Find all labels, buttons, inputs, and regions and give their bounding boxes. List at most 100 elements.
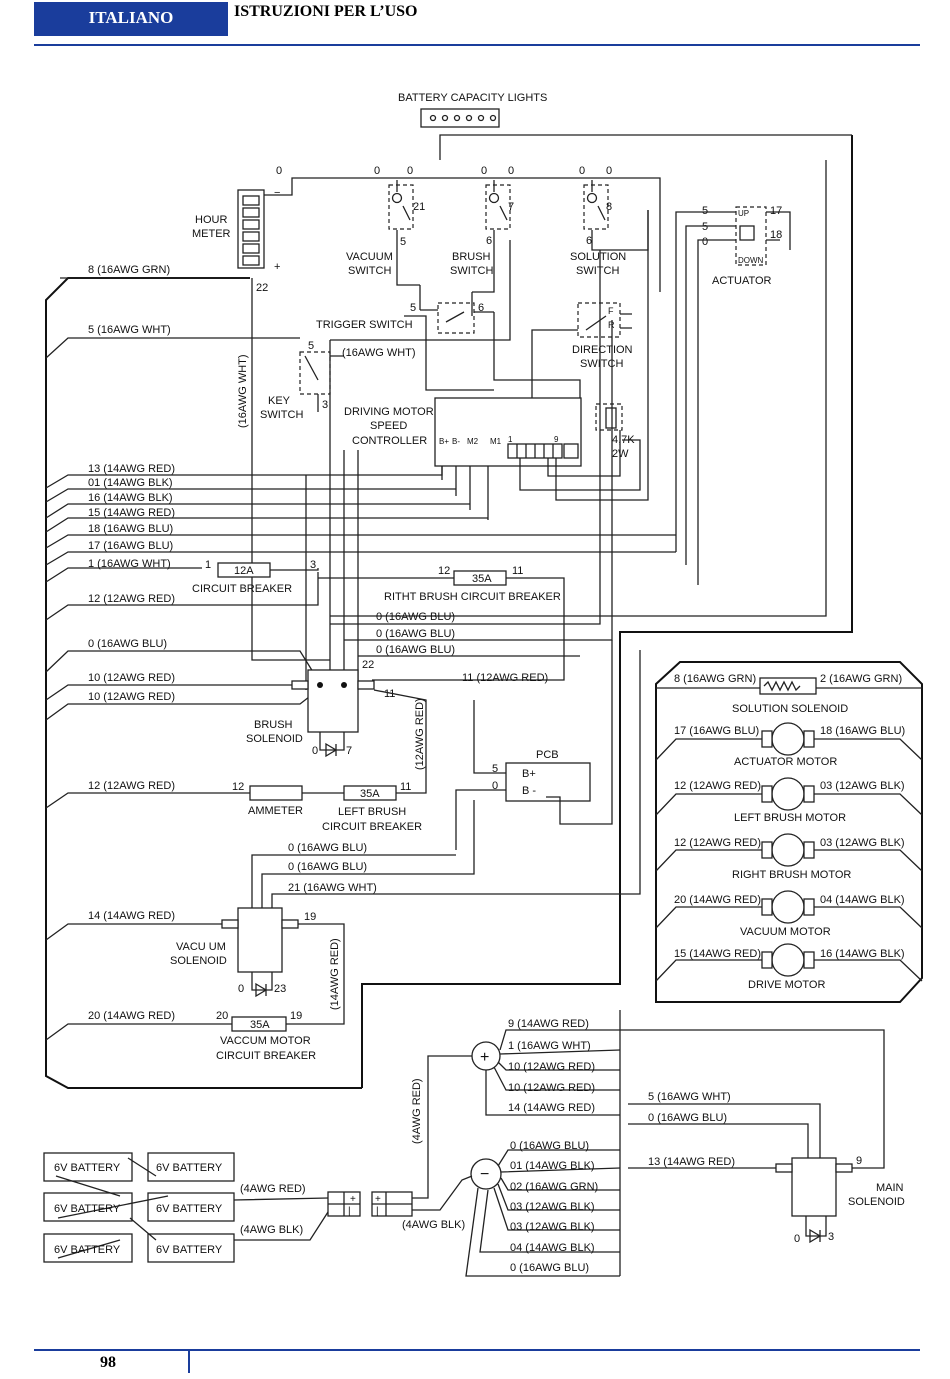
terminal-bus	[619, 1010, 885, 1276]
vertical-bus	[305, 340, 359, 690]
brush-sol-out-wire	[373, 689, 427, 794]
ammeter-label: AMMETER	[248, 805, 303, 817]
main-solenoid-box	[791, 1157, 837, 1217]
battery-connector-right: + |	[371, 1191, 413, 1217]
brush-sol-7: 7	[346, 745, 352, 757]
solution-switch-label-2: SWITCH	[576, 265, 619, 277]
minus-wire-4: 03 (12AWG BLK)	[510, 1201, 595, 1213]
wire-left-12: 10 (12AWG RED)	[88, 672, 175, 684]
direction-switch-label-2: SWITCH	[580, 358, 623, 370]
vac-sw-5: 5	[400, 236, 406, 248]
main-sol-term-right	[835, 1163, 853, 1173]
wire-left-6: 15 (14AWG RED)	[88, 507, 175, 519]
batt-red-label: (4AWG RED)	[240, 1183, 306, 1195]
motor-wire-l2: 17 (16AWG BLU)	[674, 725, 759, 737]
cb-12a-wire	[270, 568, 319, 571]
actuator-wires	[675, 211, 716, 585]
header-banner	[34, 2, 228, 36]
frame-top	[439, 134, 852, 160]
trigger-switch-label: TRIGGER SWITCH	[316, 319, 413, 331]
minus-wire-3: 02 (16AWG GRN)	[510, 1181, 598, 1193]
cb-12a-out: 3	[310, 559, 316, 571]
battery-lights	[429, 114, 497, 122]
battery-bank	[43, 1152, 235, 1263]
key-3: 3	[322, 399, 328, 411]
wire-left-3: 13 (14AWG RED)	[88, 463, 175, 475]
main-sol-wire-3: 13 (14AWG RED)	[648, 1156, 735, 1168]
main-solenoid-label-1: MAIN	[876, 1182, 904, 1194]
minus-wire-5: 03 (12AWG BLK)	[510, 1221, 595, 1233]
key-switch-label-1: KEY	[268, 395, 291, 407]
wire-left-11: 0 (16AWG BLU)	[88, 638, 167, 650]
cb-left-brush-11: 11	[400, 781, 411, 793]
main-sol-0: 0	[794, 1233, 800, 1245]
cb-right-brush-value: 35A	[472, 573, 492, 585]
vac-sol-0: 0	[238, 983, 244, 995]
key-vertical-label: (16AWG WHT)	[237, 354, 249, 428]
main-sol-term-left	[775, 1163, 793, 1173]
key-5: 5	[308, 340, 314, 352]
minus-wire-1: 0 (16AWG BLU)	[510, 1140, 589, 1152]
vac-sol-term-right	[281, 919, 299, 929]
motor-wire-r1: 2 (16AWG GRN)	[820, 673, 902, 685]
cb-vac-motor-value: 35A	[250, 1019, 270, 1031]
svg-text:|: |	[376, 1206, 379, 1217]
ammeter-box	[249, 785, 303, 801]
drive-motor-label: DRIVE MOTOR	[748, 979, 825, 991]
pcb-0: 0	[492, 780, 498, 792]
vac-sw-21: 21	[413, 201, 425, 213]
right-brush-motor	[655, 833, 923, 872]
motor-wire-l5: 20 (14AWG RED)	[674, 894, 761, 906]
svg-text:+: +	[375, 1194, 381, 1205]
actuator-motor-label: ACTUATOR MOTOR	[734, 756, 837, 768]
cb-vac-motor-box	[231, 1016, 287, 1032]
actuator-down: DOWN	[738, 256, 764, 265]
cb-left-brush-value: 35A	[360, 788, 380, 800]
hour-meter-segments	[242, 195, 260, 266]
vac-blu-a: 0 (16AWG BLU)	[288, 842, 367, 854]
footer-rule	[34, 1349, 920, 1351]
wire-left-15: 14 (14AWG RED)	[88, 910, 175, 922]
blu-wire-a: 0 (16AWG BLU)	[376, 611, 455, 623]
controller-label-1: DRIVING MOTOR	[344, 406, 434, 418]
minus-terminal-fan	[465, 1149, 621, 1277]
frame-right	[361, 135, 853, 1088]
plus-wire-1: 9 (14AWG RED)	[508, 1018, 589, 1030]
solution-solenoid	[656, 677, 922, 695]
hour-meter-label-2: METER	[192, 228, 231, 240]
battery-1: 6V BATTERY	[54, 1162, 121, 1174]
sol-sw-8: 8	[606, 201, 612, 213]
drive-motor	[655, 943, 923, 982]
main-sol-3: 3	[828, 1231, 834, 1243]
pcb-box	[505, 762, 591, 802]
minus-wire-6: 04 (14AWG BLK)	[510, 1242, 595, 1254]
hour-meter-label-1: HOUR	[195, 214, 227, 226]
batt-blk-label: (4AWG BLK)	[240, 1224, 303, 1236]
controller-label-2: SPEED	[370, 420, 407, 432]
left-brush-motor	[655, 777, 923, 816]
batt-blk2-label: (4AWG BLK)	[402, 1219, 465, 1231]
wire-left-1: 8 (16AWG GRN)	[88, 264, 170, 276]
brush-switch-label-2: SWITCH	[450, 265, 493, 277]
battery-connector-left: + |	[327, 1191, 361, 1217]
page-number: 98	[100, 1354, 116, 1371]
plus-wire-3: 10 (12AWG RED)	[508, 1061, 595, 1073]
minus-terminal-sign: −	[480, 1166, 489, 1183]
pcb-label: PCB	[536, 749, 559, 761]
hour-meter-plus: +	[274, 261, 280, 273]
brush-sol-diode	[319, 732, 345, 758]
vac-feed-wires	[251, 650, 641, 910]
motor-wire-r6: 16 (14AWG BLK)	[820, 948, 905, 960]
vacuum-switch	[388, 180, 420, 286]
pcb-bplus: B+	[522, 768, 536, 780]
vacuum-motor	[655, 890, 923, 929]
key-wire-label: (16AWG WHT)	[342, 347, 416, 359]
left-brush-motor-label: LEFT BRUSH MOTOR	[734, 812, 846, 824]
brush-sol-dot-1	[317, 682, 323, 688]
svg-text:+: +	[350, 1194, 356, 1205]
controller-connector	[507, 443, 579, 459]
sol-sw-6: 6	[586, 235, 592, 247]
vac-sol-19: 19	[304, 911, 316, 923]
brush-sol-11: 11	[384, 688, 395, 700]
plus-wire-4: 10 (12AWG RED)	[508, 1082, 595, 1094]
